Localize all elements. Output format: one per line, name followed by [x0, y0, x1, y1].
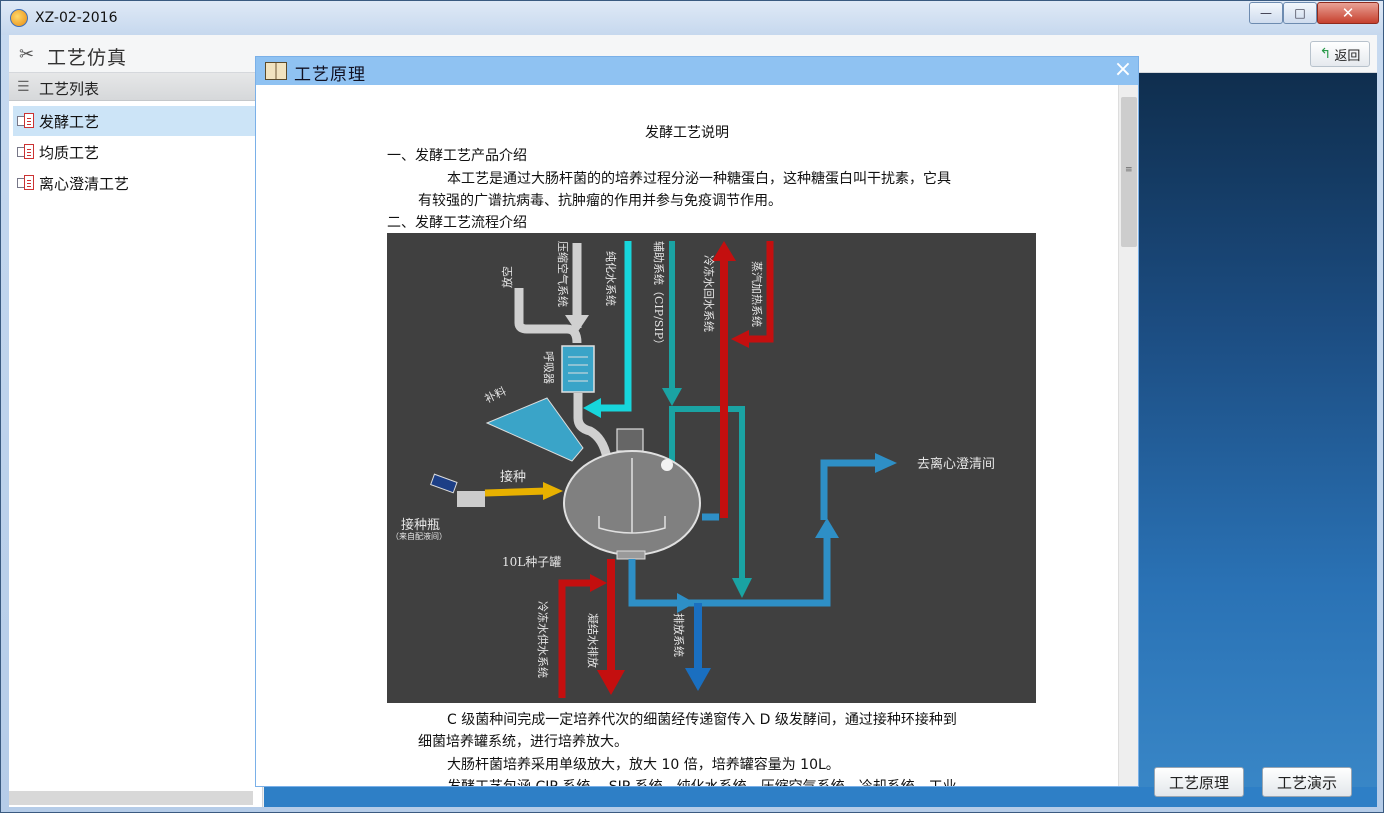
to-centrifuge-pipe: [702, 459, 877, 521]
label-vent: 放空: [500, 266, 514, 288]
app-icon: [10, 9, 28, 27]
paragraph-line: 有较强的广谱抗病毒、抗肿瘤的作用并参与免疫调节作用。: [418, 193, 782, 209]
demo-button[interactable]: 工艺演示: [1262, 767, 1352, 797]
document-title: 发酵工艺说明: [645, 125, 729, 141]
sidebar-title: 工艺列表: [39, 80, 100, 98]
dialog-title: 工艺原理: [294, 65, 366, 85]
document-icon: [17, 175, 35, 191]
sidebar: ☰ 工艺列表 发酵工艺 均质工艺 离心澄清工艺: [9, 73, 263, 807]
document-icon: [17, 113, 35, 129]
page-title: 工艺仿真: [47, 47, 128, 69]
gas-line: [573, 393, 612, 460]
label-compressed-air: 压缩空气系统: [556, 241, 570, 307]
app-header: ✂ 工艺仿真 ↰ 返回: [9, 35, 1377, 73]
paragraph-line: C 级菌种间完成一定培养代次的细菌经传递窗传入 D 级发酵间，通过接种环接种到: [447, 712, 957, 728]
sidebar-item-centrifugal-clarification[interactable]: 离心澄清工艺: [13, 168, 261, 198]
aux-down-arrow: [732, 578, 752, 598]
inoc-connector: [457, 491, 485, 507]
drain-arrow: [685, 668, 711, 691]
sidebar-item-label: 离心澄清工艺: [39, 174, 130, 193]
air-arrow: [565, 315, 589, 333]
sidebar-item-fermentation[interactable]: 发酵工艺: [13, 106, 261, 136]
paragraph-line: 发酵工艺包涵 CIP 系统、 SIP 系统、纯化水系统、压缩空气系统、冷却系统、…: [447, 776, 957, 786]
pure-water-pipe: [597, 241, 632, 412]
tools-icon: ✂: [19, 44, 35, 65]
document-icon: [17, 144, 35, 160]
minimize-button[interactable]: —: [1249, 2, 1283, 24]
process-flow-diagram: 压缩空气系统 放空 纯化水系统 辅助系统（CIP/SIP） 冷冻水回水系统 蒸汽…: [387, 233, 1036, 703]
label-drain-system: 排放系统: [672, 613, 686, 657]
label-breather: 呼吸器: [542, 351, 555, 384]
list-icon: ☰: [17, 79, 30, 95]
vertical-scrollbar[interactable]: [1118, 85, 1138, 786]
label-chill-return: 冷冻水回水系统: [702, 255, 716, 332]
scrollbar-thumb[interactable]: [1121, 97, 1137, 247]
breather-filter: [561, 345, 595, 393]
label-aux-system: 辅助系统（CIP/SIP）: [652, 241, 666, 350]
condensate-arrow: [597, 670, 625, 695]
label-seed-tank: 10L种子罐: [502, 555, 561, 569]
book-icon: [265, 62, 287, 80]
steam-arrow: [731, 330, 749, 348]
return-arrow-icon: ↰: [1319, 46, 1332, 62]
title-bar: XZ-02-2016 — □ ✕: [1, 1, 1383, 35]
filter-lines: [568, 356, 588, 382]
right-arrow: [677, 593, 695, 613]
paragraph-line: 本工艺是通过大肠杆菌的的培养过程分泌一种糖蛋白，这种糖蛋白叫干扰素，它具: [447, 171, 951, 187]
to-centrifuge-arrow: [875, 453, 897, 473]
feed-hopper: [485, 397, 584, 462]
inoc-bottle: [430, 473, 458, 494]
paragraph-line: 大肠杆菌培养采用单级放大，放大 10 倍，培养罐容量为 10L。: [447, 757, 840, 773]
window-title: XZ-02-2016: [35, 10, 118, 26]
principle-button[interactable]: 工艺原理: [1154, 767, 1244, 797]
bottom-bar: [264, 787, 1377, 807]
horizontal-scrollbar[interactable]: [9, 791, 253, 805]
maximize-button[interactable]: □: [1283, 2, 1317, 24]
chill-supply-pipe: [558, 579, 592, 698]
vent-pipe: [514, 288, 582, 344]
paragraph-line: 细菌培养罐系统，进行培养放大。: [418, 734, 628, 750]
sidebar-item-label: 均质工艺: [39, 143, 100, 162]
dialog-title-bar: 工艺原理 ×: [256, 57, 1138, 85]
label-feed: 补料: [482, 384, 508, 406]
label-condensate: 凝结水排放: [586, 613, 600, 668]
back-button-label: 返回: [1334, 48, 1361, 64]
chill-return-arrow: [712, 241, 736, 261]
principle-dialog: 工艺原理 × 发酵工艺说明 一、发酵工艺产品介绍 本工艺是通过大肠杆菌的的培养过…: [255, 56, 1139, 787]
label-inoculation: 接种: [500, 469, 526, 485]
pure-water-arrow: [583, 398, 601, 418]
inoc-line: [484, 487, 548, 497]
chill-supply-arrow: [590, 574, 607, 592]
section-heading: 一、发酵工艺产品介绍: [387, 148, 527, 164]
steam-pipe: [747, 241, 774, 343]
up-arrow: [815, 518, 839, 538]
aux-distribution: [669, 406, 745, 583]
label-inoc-bottle-source: （来自配液间）: [391, 531, 447, 541]
motor-box: [616, 428, 644, 452]
label-steam-heating: 蒸汽加热系统: [750, 261, 764, 327]
flow-diagram-svg: 压缩空气系统 放空 纯化水系统 辅助系统（CIP/SIP） 冷冻水回水系统 蒸汽…: [391, 241, 995, 698]
close-window-button[interactable]: ✕: [1317, 2, 1379, 24]
aux-arrow: [662, 388, 682, 406]
sidebar-item-label: 发酵工艺: [39, 112, 100, 131]
back-button[interactable]: ↰ 返回: [1310, 41, 1370, 67]
sidebar-header: ☰ 工艺列表: [9, 73, 262, 101]
label-pure-water: 纯化水系统: [604, 251, 618, 306]
label-inoc-bottle: 接种瓶: [401, 517, 440, 533]
label-chill-supply: 冷冻水供水系统: [536, 601, 550, 678]
label-to-centrifuge: 去离心澄清间: [917, 456, 995, 472]
section-heading: 二、发酵工艺流程介绍: [387, 215, 527, 231]
close-icon[interactable]: ×: [1113, 57, 1133, 82]
sidebar-item-homogenization[interactable]: 均质工艺: [13, 137, 261, 167]
sight-glass: [661, 459, 673, 471]
tank-outlet: [616, 550, 646, 560]
document-view: 发酵工艺说明 一、发酵工艺产品介绍 本工艺是通过大肠杆菌的的培养过程分泌一种糖蛋…: [256, 85, 1118, 786]
inoc-arrow: [543, 482, 563, 500]
